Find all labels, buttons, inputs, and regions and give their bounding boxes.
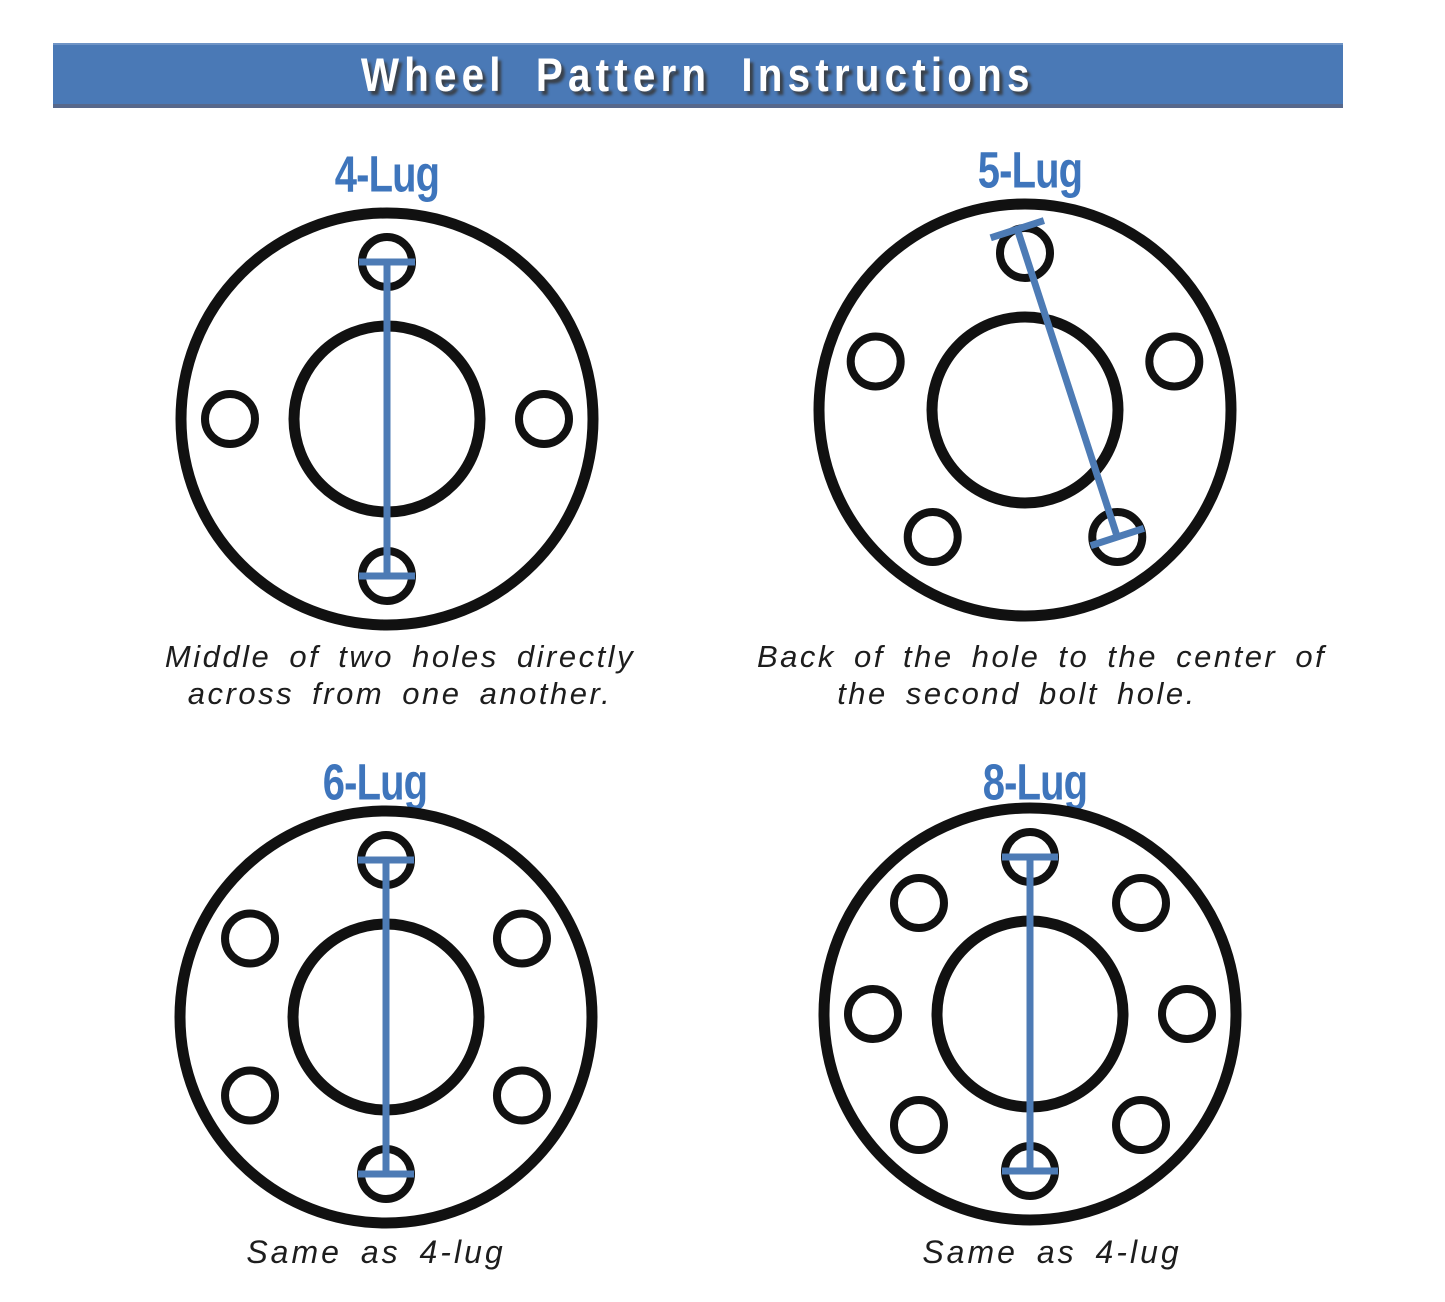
label-6-lug: 6-Lug [322, 752, 428, 811]
caption-8-lug-line1: Same as 4-lug [922, 1234, 1182, 1270]
caption-5-lug-line2: the second bolt hole. [837, 676, 1197, 711]
wheel-diagram-5-lug [813, 198, 1237, 622]
wheel-diagram-6-lug [174, 805, 598, 1229]
caption-6-lug: Same as 4-lug [146, 1234, 606, 1271]
caption-5-lug-line1: Back of the hole to the center of [757, 639, 1327, 674]
wheel-diagram-4-lug [175, 207, 599, 631]
caption-6-lug-line1: Same as 4-lug [246, 1234, 506, 1270]
caption-4-lug-line1: Middle of two holes directly [164, 639, 636, 674]
caption-8-lug: Same as 4-lug [822, 1234, 1282, 1271]
caption-4-lug: Middle of two holes directly across from… [140, 638, 660, 712]
page-title: Wheel Pattern Instructions [361, 48, 1035, 101]
caption-4-lug-line2: across from one another. [187, 676, 613, 711]
label-4-lug: 4-Lug [334, 144, 440, 203]
title-bar: Wheel Pattern Instructions [53, 43, 1343, 108]
wheel-diagram-8-lug [818, 802, 1242, 1226]
label-8-lug: 8-Lug [982, 752, 1088, 811]
caption-5-lug: Back of the hole to the center of the se… [757, 638, 1327, 712]
label-5-lug: 5-Lug [977, 140, 1083, 199]
